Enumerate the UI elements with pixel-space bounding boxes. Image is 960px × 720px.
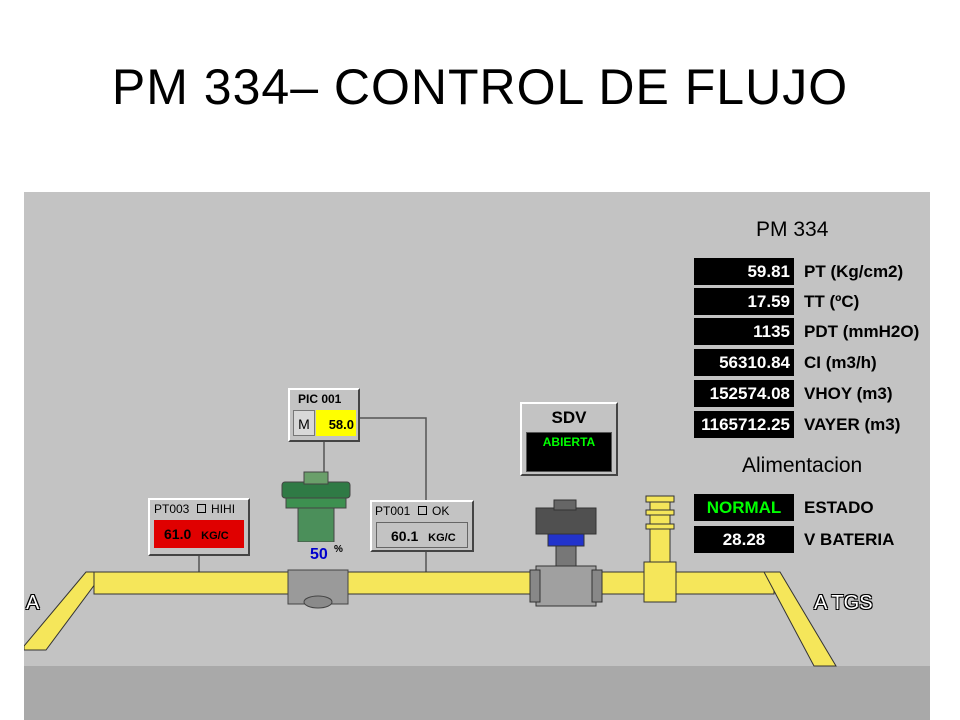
reading-vhoy-value: 152574.08 xyxy=(694,380,794,407)
reading-tt-value: 17.59 xyxy=(694,288,794,315)
pipeline-diagram xyxy=(24,417,837,667)
alimentacion-title: Alimentacion xyxy=(742,454,863,477)
pt003-value: 61.0 xyxy=(164,526,192,542)
reading-tt-label: TT (ºC) xyxy=(804,292,860,311)
pipe-left-rise xyxy=(24,571,105,651)
pt001-header: PT001 OK xyxy=(375,504,449,518)
scada-panel: PM 334 59.81 PT (Kg/cm2) 17.59 TT (ºC) 1… xyxy=(24,192,930,720)
reading-vayer-value: 1165712.25 xyxy=(694,411,794,438)
pt001-value: 60.1 xyxy=(391,528,419,544)
reading-pt-label: PT (Kg/cm2) xyxy=(804,262,904,281)
pt001-value-box: 60.1 KG/C xyxy=(376,522,468,548)
valve-opening-value: 50 xyxy=(310,546,328,563)
bateria-value: 28.28 xyxy=(694,526,794,553)
sdv-tag: SDV xyxy=(551,408,587,427)
station-title: PM 334 xyxy=(756,218,829,241)
valve-opening-display: 50 % xyxy=(290,542,346,568)
pt001-tag: PT001 xyxy=(375,504,411,518)
estado-value: NORMAL xyxy=(694,494,794,521)
reading-pdt-value: 1135 xyxy=(694,318,794,345)
estado-label: ESTADO xyxy=(804,498,874,517)
pt003-unit: KG/C xyxy=(201,530,229,542)
sdv-valve xyxy=(529,499,603,607)
pt001-alarm: OK xyxy=(432,504,450,518)
pipe-right-drop xyxy=(763,571,837,667)
bateria-label: V BATERIA xyxy=(804,530,895,549)
reading-ci-value: 56310.84 xyxy=(694,349,794,376)
pic001-mode-button[interactable]: M xyxy=(293,410,315,436)
checkbox-icon xyxy=(196,504,206,513)
reading-vayer-label: VAYER (m3) xyxy=(804,415,901,434)
reading-vhoy-label: VHOY (m3) xyxy=(804,384,893,403)
pic001-tag: PIC 001 xyxy=(298,392,342,406)
vertical-stack xyxy=(643,495,677,603)
pic001-setpoint[interactable]: 58.0 xyxy=(316,410,356,436)
reading-ci-label: CI (m3/h) xyxy=(804,353,877,372)
reading-pdt-label: PDT (mmH2O) xyxy=(804,322,920,341)
pt003-alarm: HIHI xyxy=(211,502,236,516)
pic001-faceplate[interactable]: PIC 001 M 58.0 xyxy=(288,388,360,442)
pt003-faceplate[interactable]: PT003 HIHI 61.0 KG/C xyxy=(148,498,250,556)
checkbox-icon xyxy=(417,506,427,515)
control-valve xyxy=(281,471,351,609)
pipe-left-label: A xyxy=(26,592,40,614)
floor xyxy=(24,666,930,720)
pt003-value-box: 61.0 KG/C xyxy=(154,520,244,548)
valve-opening-unit: % xyxy=(334,544,343,555)
signal-line-pic-pt001 xyxy=(360,417,427,500)
pt003-header: PT003 HIHI xyxy=(154,502,235,516)
sdv-state: ABIERTA xyxy=(526,432,612,472)
pt001-faceplate[interactable]: PT001 OK 60.1 KG/C xyxy=(370,500,474,552)
pt003-tag: PT003 xyxy=(154,502,190,516)
pipe-right-label: A TGS xyxy=(814,592,873,614)
reading-pt-value: 59.81 xyxy=(694,258,794,285)
page-title: PM 334– CONTROL DE FLUJO xyxy=(111,59,849,115)
sdv-faceplate[interactable]: SDV ABIERTA xyxy=(520,402,618,476)
pt001-unit: KG/C xyxy=(428,532,456,544)
